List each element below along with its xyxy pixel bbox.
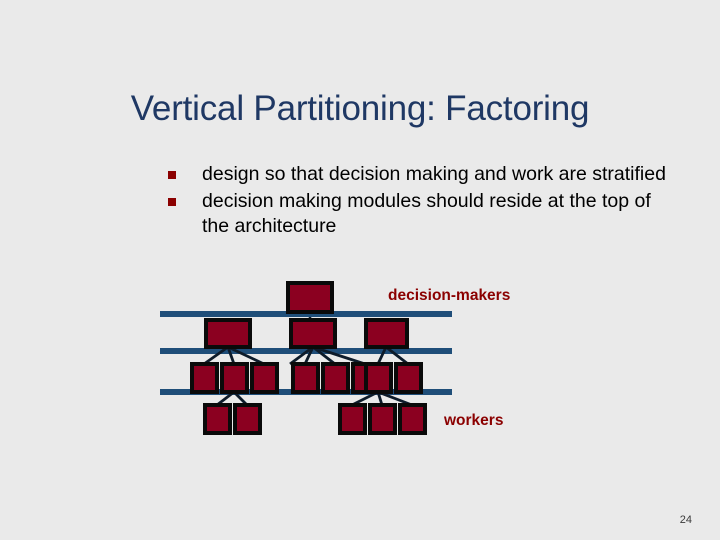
stratum-lines xyxy=(160,311,452,395)
node-box xyxy=(338,403,367,435)
list-item: design so that decision making and work … xyxy=(168,162,668,187)
node-box xyxy=(364,318,409,349)
tier-workers xyxy=(203,403,427,435)
node-box xyxy=(289,318,337,349)
node-box xyxy=(190,362,219,394)
page-number: 24 xyxy=(679,514,692,526)
bullet-text: design so that decision making and work … xyxy=(202,163,666,185)
node-box xyxy=(286,281,334,314)
node-box xyxy=(233,403,262,435)
tier-root xyxy=(286,281,334,314)
bullet-text: decision making modules should reside at… xyxy=(202,190,651,237)
square-bullet-icon xyxy=(168,171,176,179)
tier-managers xyxy=(204,318,409,349)
node-box xyxy=(250,362,279,394)
connector-group-supervisors xyxy=(216,390,413,407)
page-title: Vertical Partitioning: Factoring xyxy=(130,89,590,128)
connector-group-managers xyxy=(203,345,409,366)
node-box xyxy=(364,362,393,394)
bullet-list: design so that decision making and work … xyxy=(168,162,668,241)
diagram-label-workers: workers xyxy=(444,412,504,429)
node-box xyxy=(394,362,423,394)
node-box xyxy=(291,362,320,394)
diagram-label-decision-makers: decision-makers xyxy=(388,287,511,304)
node-box xyxy=(351,362,380,394)
node-box xyxy=(368,403,397,435)
node-box xyxy=(220,362,249,394)
node-box xyxy=(203,403,232,435)
list-item: decision making modules should reside at… xyxy=(168,189,668,239)
node-box xyxy=(398,403,427,435)
square-bullet-icon xyxy=(168,198,176,206)
node-box xyxy=(321,362,350,394)
tier-supervisors xyxy=(190,362,423,394)
node-box xyxy=(204,318,252,349)
